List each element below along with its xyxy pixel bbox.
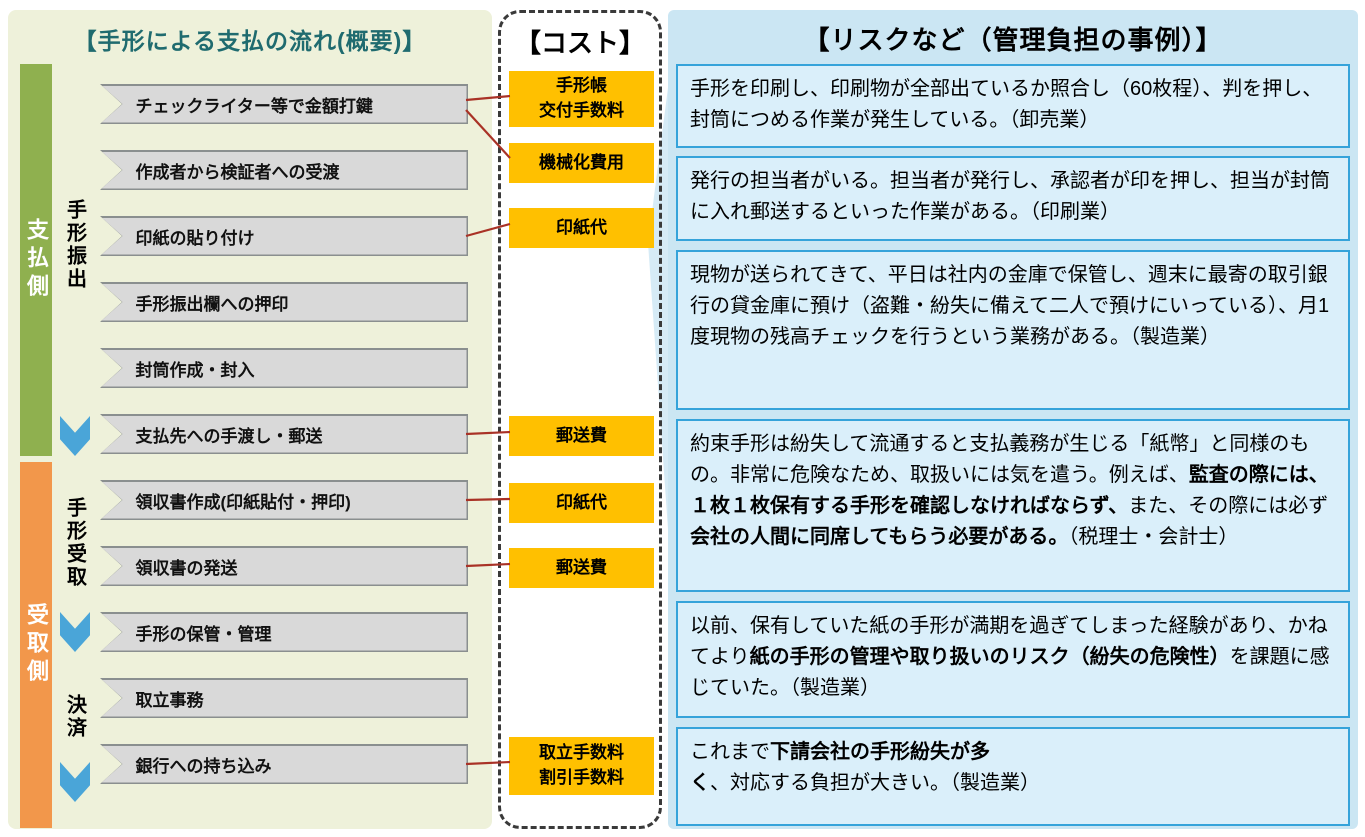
flow-panel: 【手形による支払の流れ(概要)】 支払側 受取側 手形振出 手形受取 決済 チェ… (8, 10, 492, 829)
risk-panel: 【リスクなど（管理負担の事例）】 手形を印刷し、印刷物が全部出ているか照合し（6… (668, 10, 1358, 829)
receiver-side-bar: 受取側 (20, 462, 52, 828)
stage-label-bill-receipt: 手形受取 (56, 480, 94, 606)
risk-item-text: 約束手形は紛失して流通すると支払義務が生じる「紙幣」と同様のもの。非常に危険なた… (690, 433, 1329, 548)
cost-panel-title: 【コスト】 (514, 28, 645, 58)
stage-label-text: 手形振出 (63, 199, 86, 291)
flow-step: 支払先への手渡し・郵送 (100, 414, 468, 454)
flow-step-label: 領収書の発送 (135, 558, 238, 578)
stage-label-bill-issuance: 手形振出 (56, 84, 94, 406)
stage-label-text: 決済 (63, 694, 86, 740)
flow-step: 領収書の発送 (100, 546, 468, 586)
cost-item-label: 取立手数料 割引手数料 (539, 743, 624, 787)
risk-item: 以前、保有していた紙の手形が満期を過ぎてしまった経験があり、かねてより紙の手形の… (676, 601, 1350, 718)
risk-item-text: これまで下請会社の手形紛失が多く、対応する負担が大きい。（製造業） (690, 741, 1040, 794)
flow-step: 領収書作成(印紙貼付・押印) (100, 480, 468, 520)
flow-step: 作成者から検証者への受渡 (100, 150, 468, 190)
cost-panel: 【コスト】 手形帳 交付手数料 機械化費用 印紙代 郵送費 印紙代 郵送費 取立… (498, 10, 662, 829)
cost-item: 取立手数料 割引手数料 (509, 737, 654, 795)
flow-step: 取立事務 (100, 678, 468, 718)
flow-step-label: 作成者から検証者への受渡 (135, 162, 340, 182)
risk-item: 約束手形は紛失して流通すると支払義務が生じる「紙幣」と同様のもの。非常に危険なた… (676, 419, 1350, 592)
flow-step: 手形の保管・管理 (100, 612, 468, 652)
risk-item-text: 以前、保有していた紙の手形が満期を過ぎてしまった経験があり、かねてより紙の手形の… (690, 615, 1330, 699)
risk-item-text: 現物が送られてきて、平日は社内の金庫で保管し、週末に最寄の取引銀行の貸金庫に預け… (690, 264, 1330, 348)
flow-panel-title: 【手形による支払の流れ(概要)】 (73, 28, 427, 54)
cost-item: 郵送費 (509, 548, 654, 588)
risk-item: 手形を印刷し、印刷物が全部出ているか照合し（60枚程）、判を押し、封筒につめる作… (676, 64, 1350, 148)
flow-step-label: 領収書作成(印紙貼付・押印) (135, 492, 351, 512)
cost-item-label: 印紙代 (556, 217, 607, 237)
cost-item-label: 印紙代 (556, 492, 607, 512)
flow-step: 手形振出欄への押印 (100, 282, 468, 322)
risk-item-text: 発行の担当者がいる。担当者が発行し、承認者が印を押し、担当が封筒に入れ郵送すると… (690, 170, 1330, 223)
payer-side-bar: 支払側 (20, 64, 52, 456)
stage-label-settlement: 決済 (56, 678, 94, 756)
flow-step-label: 支払先への手渡し・郵送 (135, 426, 323, 446)
cost-item-label: 機械化費用 (539, 152, 624, 172)
flow-step-label: 銀行への持ち込み (135, 756, 272, 776)
risk-panel-title: 【リスクなど（管理負担の事例）】 (803, 25, 1223, 55)
cost-item: 印紙代 (509, 208, 654, 248)
risk-item-text: 手形を印刷し、印刷物が全部出ているか照合し（60枚程）、判を押し、封筒につめる作… (690, 78, 1323, 131)
flow-step-label: 手形の保管・管理 (135, 624, 272, 644)
cost-item: 手形帳 交付手数料 (509, 71, 654, 127)
flow-step-label: 印紙の貼り付け (135, 228, 255, 248)
down-arrow-icon (60, 762, 90, 802)
down-arrow-icon (60, 612, 90, 652)
stage-label-text: 手形受取 (63, 497, 86, 589)
payer-side-label: 支払側 (24, 218, 49, 302)
cost-item: 機械化費用 (509, 143, 654, 183)
risk-item: これまで下請会社の手形紛失が多く、対応する負担が大きい。（製造業） (676, 727, 1350, 826)
risk-item: 現物が送られてきて、平日は社内の金庫で保管し、週末に最寄の取引銀行の貸金庫に預け… (676, 250, 1350, 410)
flow-step: 封筒作成・封入 (100, 348, 468, 388)
cost-item-label: 郵送費 (556, 425, 607, 445)
cost-item-label: 手形帳 交付手数料 (539, 76, 624, 120)
flow-step: チェックライター等で金額打鍵 (100, 84, 468, 124)
cost-item: 印紙代 (509, 483, 654, 523)
flow-step-label: 取立事務 (135, 690, 204, 710)
flow-step-label: 封筒作成・封入 (135, 360, 255, 380)
flow-step: 印紙の貼り付け (100, 216, 468, 256)
flow-step-label: チェックライター等で金額打鍵 (135, 96, 373, 116)
flow-step: 銀行への持ち込み (100, 744, 468, 784)
cost-item-label: 郵送費 (556, 557, 607, 577)
down-arrow-icon (60, 416, 90, 456)
flow-step-label: 手形振出欄への押印 (135, 294, 289, 314)
cost-item: 郵送費 (509, 416, 654, 456)
receiver-side-label: 受取側 (24, 603, 49, 687)
risk-item: 発行の担当者がいる。担当者が発行し、承認者が印を押し、担当が封筒に入れ郵送すると… (676, 156, 1350, 241)
